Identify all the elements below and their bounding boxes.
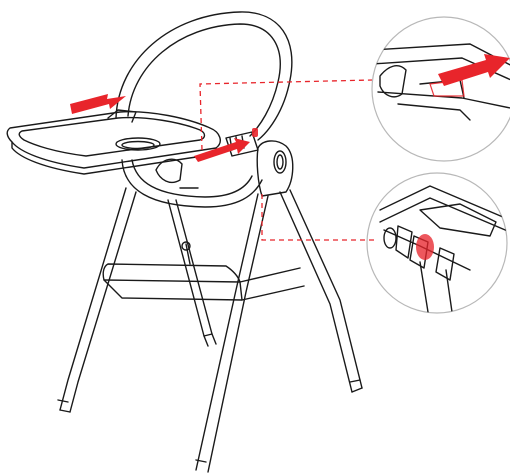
seat-tub xyxy=(121,158,263,208)
footrest xyxy=(102,241,305,301)
tray xyxy=(6,109,221,175)
arrow-right-icon xyxy=(70,94,126,114)
zoom-tray-release xyxy=(371,16,510,162)
zoom-hinge-lock xyxy=(366,172,508,314)
leg-front-right xyxy=(195,193,269,473)
seat-backrest xyxy=(115,11,293,141)
leg-rear-right xyxy=(279,189,363,393)
arrow-right-icon xyxy=(438,54,510,86)
release-buttons xyxy=(252,79,465,260)
step-arrows xyxy=(70,54,510,162)
arrow-right-icon xyxy=(194,138,250,162)
leg-rear-left xyxy=(167,199,217,347)
leader-lines xyxy=(199,79,376,241)
leg-front-left xyxy=(57,187,137,413)
